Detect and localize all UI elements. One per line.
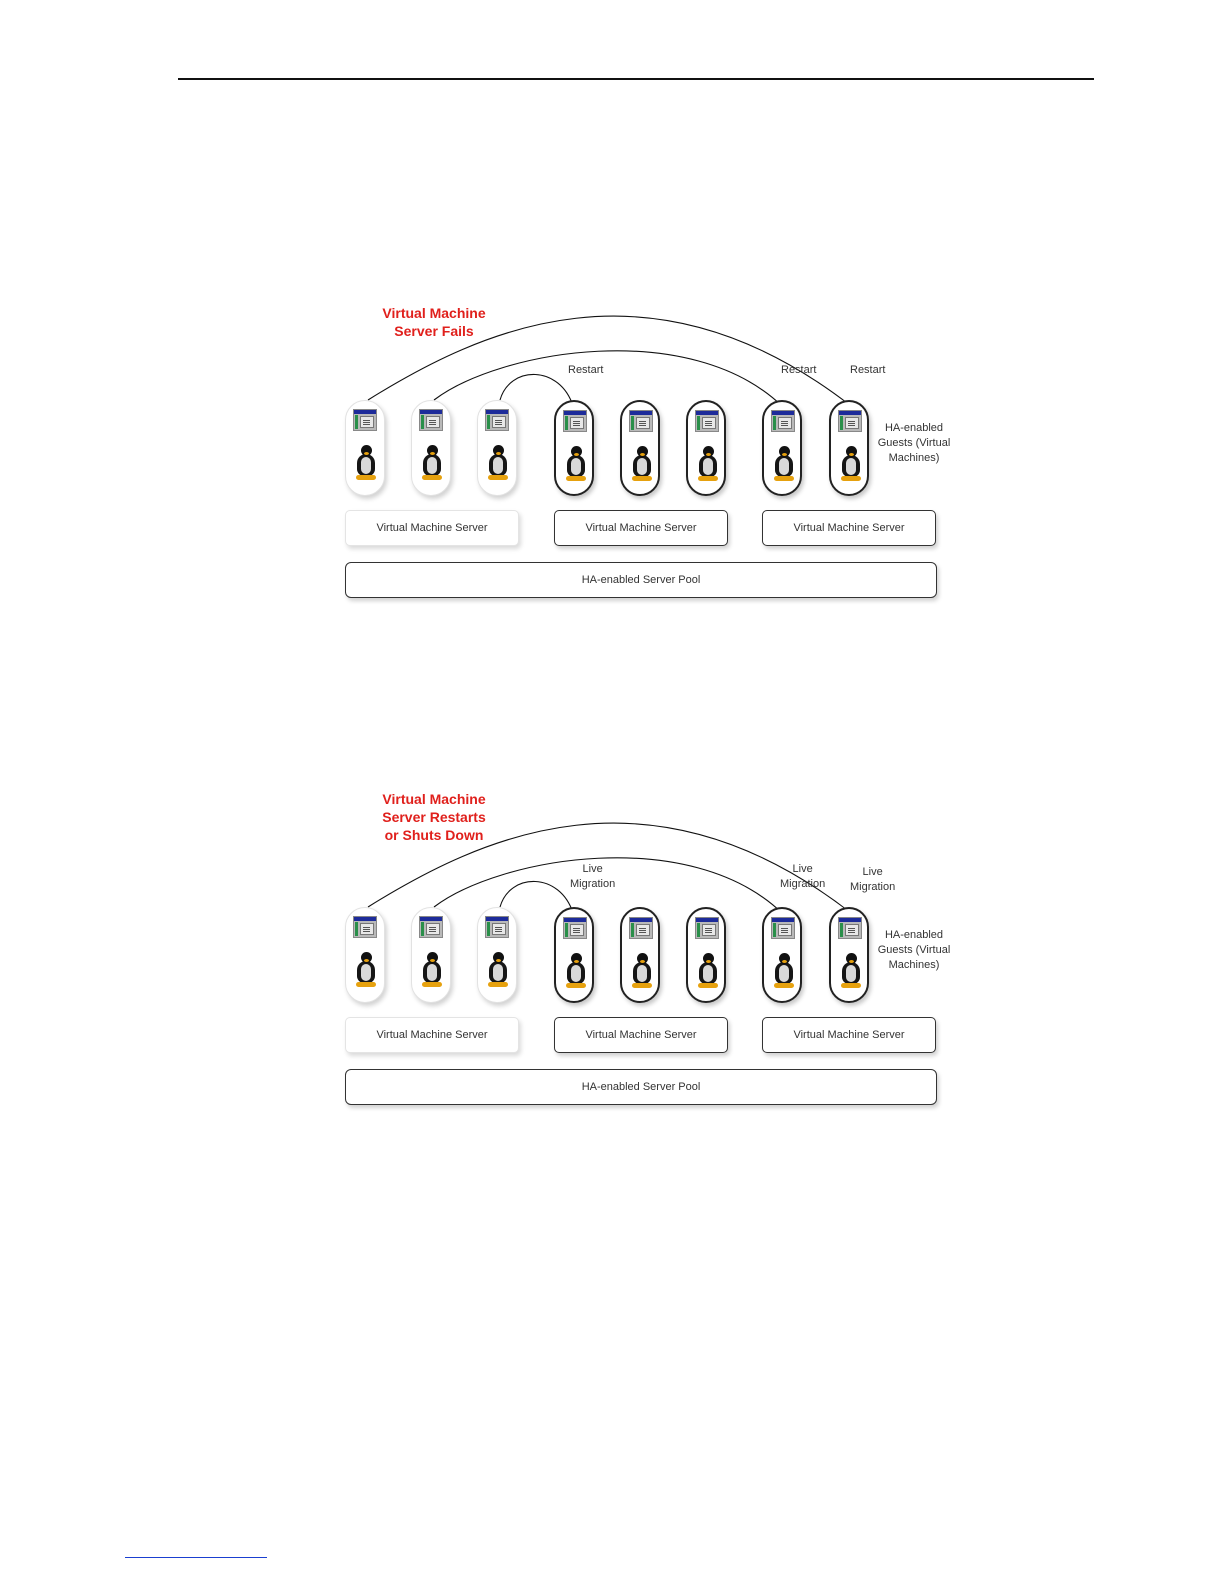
linux-penguin-icon (632, 446, 652, 486)
guest-vm (620, 400, 660, 496)
vm-server: Virtual Machine Server (762, 1017, 936, 1053)
guest-vm (829, 907, 869, 1003)
guest-vm (620, 907, 660, 1003)
restart-label: Restart (568, 364, 604, 376)
header-rule (178, 78, 1094, 80)
vm-window-icon (485, 916, 509, 938)
restart-arrows (367, 315, 855, 410)
migration-arrow-1 (499, 880, 576, 917)
guest-vm (477, 907, 517, 1003)
linux-penguin-icon (566, 446, 586, 486)
guest-vm (477, 400, 517, 496)
ha-guests-label: HA-enabled Guests (Virtual Machines) (877, 422, 951, 464)
ha-restart-diagram: Virtual Machine Server Fails Restart Res… (330, 270, 970, 610)
linux-penguin-icon (698, 446, 718, 486)
vm-window-icon (563, 917, 587, 939)
guest-vm (829, 400, 869, 496)
vm-window-icon (419, 916, 443, 938)
vm-window-icon (629, 410, 653, 432)
vm-window-icon (695, 410, 719, 432)
restart-label: Restart (850, 364, 886, 376)
linux-penguin-icon (774, 446, 794, 486)
ha-live-migration-diagram: Virtual Machine Server Restarts or Shuts… (330, 777, 970, 1117)
linux-penguin-icon (356, 445, 376, 485)
vm-server-restarting: Virtual Machine Server (345, 1017, 519, 1053)
guest-vm (554, 400, 594, 496)
guest-vm (345, 400, 385, 496)
live-migration-label: Live Migration (780, 863, 826, 890)
vm-server: Virtual Machine Server (554, 1017, 728, 1053)
failure-title: Virtual Machine Server Fails (382, 305, 486, 339)
server-pool: HA-enabled Server Pool (345, 562, 937, 598)
vm-window-icon (771, 917, 795, 939)
vm-server-failed: Virtual Machine Server (345, 510, 519, 546)
live-migration-label: Live Migration (850, 866, 896, 893)
vm-window-icon (353, 916, 377, 938)
linux-penguin-icon (566, 953, 586, 993)
linux-penguin-icon (422, 445, 442, 485)
linux-penguin-icon (422, 952, 442, 992)
linux-penguin-icon (841, 953, 861, 993)
linux-penguin-icon (774, 953, 794, 993)
vm-window-icon (771, 410, 795, 432)
live-migration-label: Live Migration (570, 863, 616, 890)
linux-penguin-icon (698, 953, 718, 993)
linux-penguin-icon (488, 952, 508, 992)
linux-penguin-icon (632, 953, 652, 993)
guest-vm (762, 400, 802, 496)
guest-vm (762, 907, 802, 1003)
guest-vm (411, 907, 451, 1003)
guest-vm (686, 907, 726, 1003)
migration-arrow-2 (433, 857, 785, 916)
linux-penguin-icon (488, 445, 508, 485)
vm-window-icon (695, 917, 719, 939)
ha-guests-label: HA-enabled Guests (Virtual Machines) (877, 929, 951, 971)
vm-window-icon (838, 917, 862, 939)
migration-arrows (367, 822, 855, 917)
vm-server: Virtual Machine Server (554, 510, 728, 546)
restart-arrow-3 (367, 315, 855, 409)
vm-window-icon (485, 409, 509, 431)
linux-penguin-icon (841, 446, 861, 486)
vm-window-icon (419, 409, 443, 431)
migration-arrow-3 (367, 822, 855, 916)
linux-penguin-icon (356, 952, 376, 992)
restart-arrow-1 (499, 373, 576, 410)
restart-arrow-2 (433, 350, 785, 409)
server-pool: HA-enabled Server Pool (345, 1069, 937, 1105)
vm-window-icon (353, 409, 377, 431)
restart-label: Restart (781, 364, 817, 376)
vm-window-icon (838, 410, 862, 432)
vm-server: Virtual Machine Server (762, 510, 936, 546)
guest-vm (554, 907, 594, 1003)
footnote-rule (125, 1557, 267, 1558)
shutdown-title: Virtual Machine Server Restarts or Shuts… (382, 791, 486, 843)
vm-window-icon (629, 917, 653, 939)
guest-vm (345, 907, 385, 1003)
guest-vm (686, 400, 726, 496)
guest-vm (411, 400, 451, 496)
vm-window-icon (563, 410, 587, 432)
